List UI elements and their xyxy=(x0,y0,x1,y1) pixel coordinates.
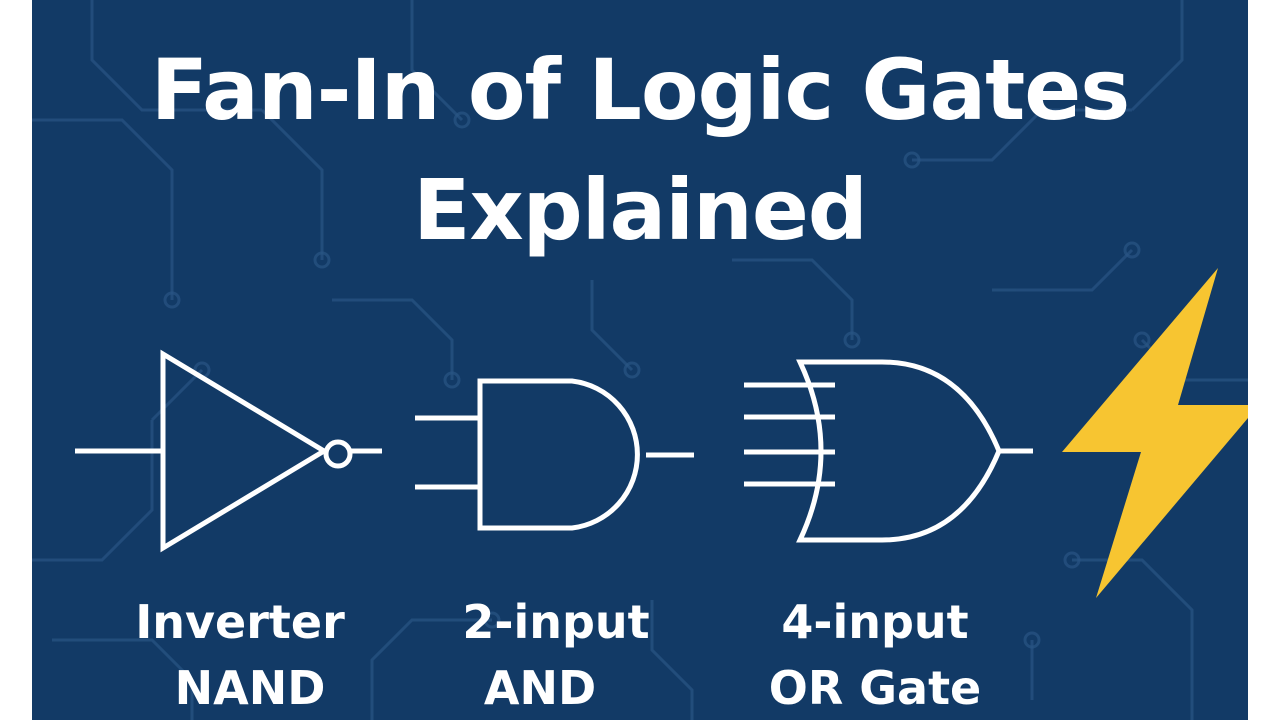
inverter-output-bubble xyxy=(323,439,353,469)
inverter-label-line-2: NAND xyxy=(174,661,326,715)
inverter-gate-icon xyxy=(75,349,382,553)
inverter-label-line-1: Inverter xyxy=(135,595,345,649)
and-label-line-1: 2-input xyxy=(462,595,650,649)
thumbnail-frame: Fan-In of Logic Gates Explained xyxy=(32,0,1248,720)
or-label-line-1: 4-input xyxy=(781,595,969,649)
title-line-2: Explained xyxy=(413,161,868,259)
logic-gates-diagram xyxy=(75,268,1248,598)
title-line-1: Fan-In of Logic Gates xyxy=(150,41,1131,139)
and-label-line-2: AND xyxy=(483,661,597,715)
and-gate-icon xyxy=(415,378,694,531)
inverter-triangle xyxy=(160,349,329,553)
or-label-line-2: OR Gate xyxy=(768,661,982,715)
or-gate-body xyxy=(796,359,1002,543)
and-gate-body xyxy=(477,378,640,531)
or-gate-icon xyxy=(744,359,1033,543)
lightning-bolt-icon xyxy=(1062,268,1248,598)
